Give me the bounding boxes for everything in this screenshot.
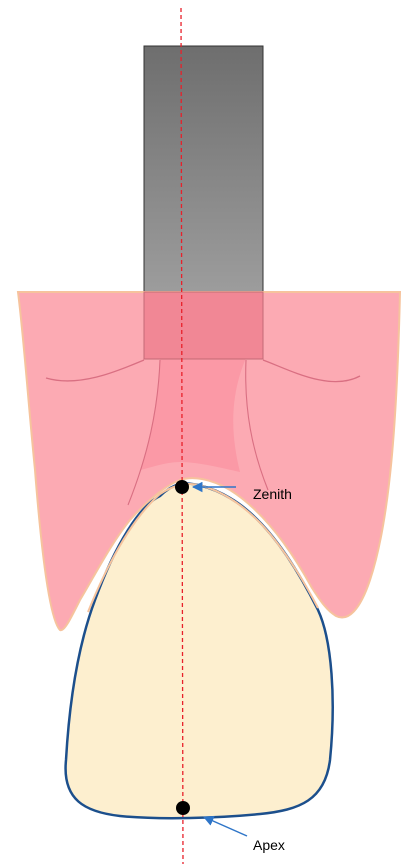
zenith-label: Zenith (253, 486, 292, 502)
apex-arrow (204, 817, 247, 836)
apex-point (176, 801, 190, 815)
zenith-point (175, 480, 189, 494)
apex-label: Apex (253, 837, 285, 853)
post-gingiva-overlap (144, 292, 263, 359)
